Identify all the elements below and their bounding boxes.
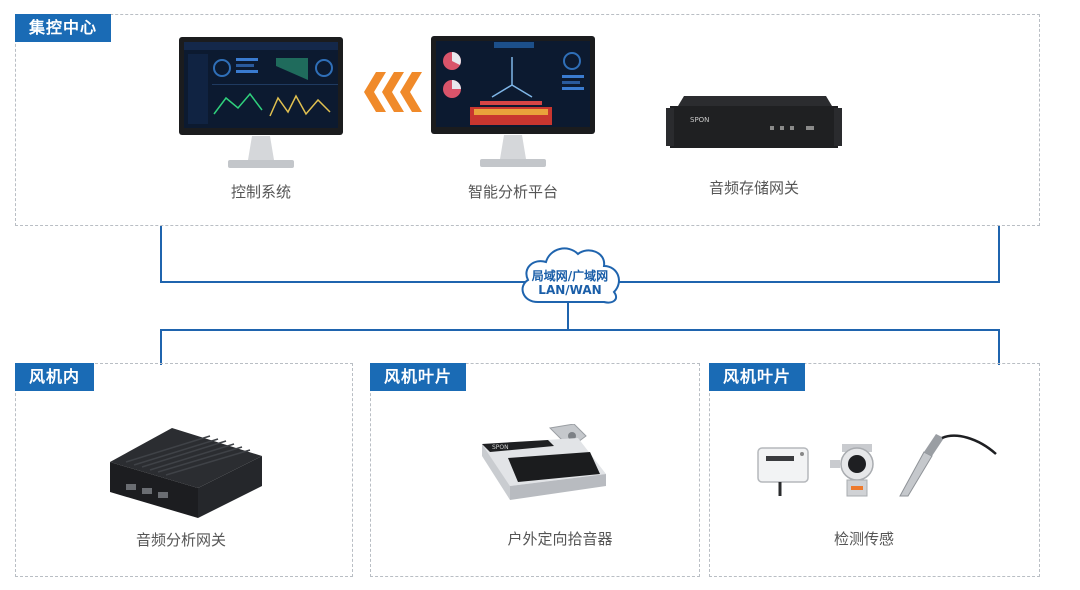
- rack-server-icon: SPON: [666, 96, 842, 148]
- svg-text:SPON: SPON: [492, 444, 509, 451]
- top-right-riser: [998, 226, 1000, 282]
- panel-blade-mic-tag: 风机叶片: [370, 363, 467, 391]
- bottom-left-riser: [160, 329, 162, 365]
- outdoor-directional-mic-label: 户外定向拾音器: [507, 530, 613, 548]
- top-left-riser: [160, 226, 162, 282]
- gateway-box-icon: [110, 428, 262, 518]
- center-panel-tag: 集控中心: [15, 14, 112, 42]
- cloud-down-link: [567, 300, 569, 330]
- network-label-en: LAN/WAN: [538, 283, 602, 297]
- audio-storage-gateway-label: 音频存储网关: [708, 179, 799, 197]
- chevron-left-triple-icon: [364, 72, 422, 112]
- network-cloud: 局域网/广域网 LAN/WAN: [516, 242, 624, 308]
- sensors-icon: [757, 434, 997, 497]
- directional-mic-icon: SPON: [482, 424, 606, 500]
- cloud-icon: [521, 247, 620, 304]
- analysis-platform-label: 智能分析平台: [467, 183, 558, 201]
- control-system-label: 控制系统: [230, 183, 291, 201]
- panel-nacelle: 风机内: [15, 363, 353, 577]
- panel-blade-sensor: 风机叶片: [709, 363, 1040, 577]
- detection-sensor-label: 检测传感: [833, 530, 894, 548]
- panel-blade-sensor-tag: 风机叶片: [709, 363, 806, 391]
- panel-blade-mic: 风机叶片: [370, 363, 700, 577]
- network-label-cn: 局域网/广域网: [531, 269, 609, 283]
- center-panel: 集控中心: [15, 14, 1040, 226]
- svg-text:SPON: SPON: [690, 116, 709, 124]
- monitor-analysis-icon: [431, 36, 595, 167]
- audio-analysis-gateway-label: 音频分析网关: [135, 531, 226, 549]
- bottom-bus: [160, 329, 1000, 331]
- monitor-dashboard-icon: [179, 37, 343, 168]
- panel-nacelle-tag: 风机内: [15, 363, 95, 391]
- bottom-right-riser: [998, 329, 1000, 365]
